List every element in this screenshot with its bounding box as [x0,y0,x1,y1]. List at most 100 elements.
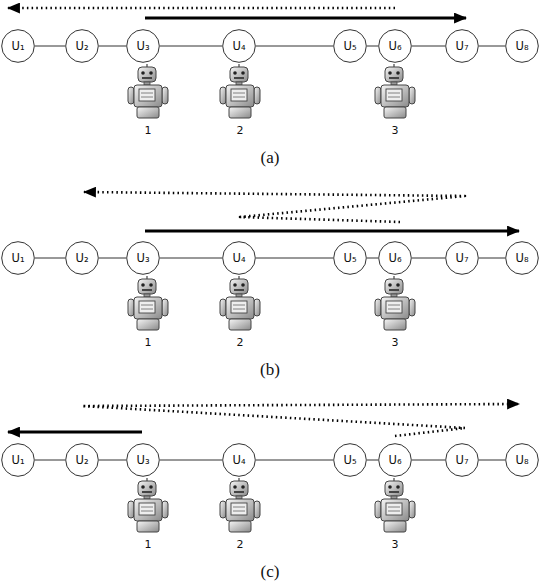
station-node: U₄ [222,241,256,275]
station-node: U₂ [65,241,99,275]
node-label: U₅ [343,251,356,265]
link-line [479,258,505,259]
station-node: U₃ [126,29,160,63]
station-node: U₁ [1,443,35,477]
link-line [256,258,333,259]
station-node: U₇ [445,443,479,477]
dotted-arrow [8,7,395,10]
station-node: U₅ [333,443,367,477]
node-label: U₄ [232,251,245,265]
station-node: U₃ [126,443,160,477]
node-label: U₇ [455,251,468,265]
node-label: U₁ [11,251,24,265]
node-label: U₈ [515,453,528,467]
station-node: U₆ [378,29,412,63]
node-circle [506,242,539,275]
station-node: U₂ [65,443,99,477]
station-node: U₈ [505,29,539,63]
robot-icon [220,64,260,118]
node-circle [379,30,412,63]
node-circle [223,30,256,63]
solid-arrow [8,431,142,434]
node-label: U₂ [75,453,88,467]
station-node: U₄ [222,443,256,477]
robot-icon [128,276,168,330]
link-line [160,46,222,47]
node-label: U₆ [388,39,401,53]
robot-icon [128,478,168,532]
link-line [35,258,65,259]
node-label: U₇ [455,39,468,53]
node-label: U₅ [343,39,356,53]
node-label: U₃ [136,39,149,53]
node-label: U₆ [388,453,401,467]
link-line [256,46,333,47]
link-line [367,258,378,259]
node-circle [127,242,160,275]
node-circle [446,444,479,477]
node-circle [506,444,539,477]
node-label: U₇ [455,453,468,467]
link-line [412,460,445,461]
link-line [412,46,445,47]
node-circle [66,242,99,275]
node-label: U₃ [136,251,149,265]
node-label: U₁ [11,453,24,467]
link-line [99,46,126,47]
robot-icon [375,276,415,330]
node-circle [446,242,479,275]
node-circle [379,242,412,275]
station-node: U₇ [445,29,479,63]
station-node: U₇ [445,241,479,275]
solid-arrow [145,230,519,233]
node-circle [334,242,367,275]
dotted-arrow [82,404,519,436]
dotted-arrow [84,192,465,222]
station-node: U₆ [378,241,412,275]
solid-arrow [145,17,466,20]
robot-number: 3 [392,336,399,349]
panel-caption: (c) [261,562,280,582]
node-circle [2,242,35,275]
link-line [367,460,378,461]
panel-caption: (b) [260,360,280,380]
robot-icon [375,478,415,532]
node-label: U₃ [136,453,149,467]
node-label: U₂ [75,39,88,53]
link-line [99,460,126,461]
node-circle [446,30,479,63]
node-label: U₆ [388,251,401,265]
link-line [367,46,378,47]
link-line [160,258,222,259]
robot-icon [220,478,260,532]
node-circle [334,30,367,63]
robot-number: 1 [145,538,152,551]
robot-number: 3 [392,124,399,137]
panel-caption: (a) [261,148,280,168]
node-circle [2,444,35,477]
node-label: U₅ [343,453,356,467]
link-line [479,46,505,47]
link-line [99,258,126,259]
station-node: U₅ [333,241,367,275]
node-label: U₄ [232,39,245,53]
robot-number: 3 [392,538,399,551]
station-node: U₄ [222,29,256,63]
link-line [35,46,65,47]
station-node: U₃ [126,241,160,275]
robot-number: 1 [145,336,152,349]
robot-number: 1 [145,124,152,137]
node-circle [66,444,99,477]
station-node: U₁ [1,241,35,275]
link-line [256,460,333,461]
node-label: U₈ [515,39,528,53]
link-line [412,258,445,259]
node-label: U₂ [75,251,88,265]
station-node: U₈ [505,241,539,275]
node-label: U₄ [232,453,245,467]
station-node: U₆ [378,443,412,477]
node-circle [2,30,35,63]
node-circle [379,444,412,477]
link-line [479,460,505,461]
